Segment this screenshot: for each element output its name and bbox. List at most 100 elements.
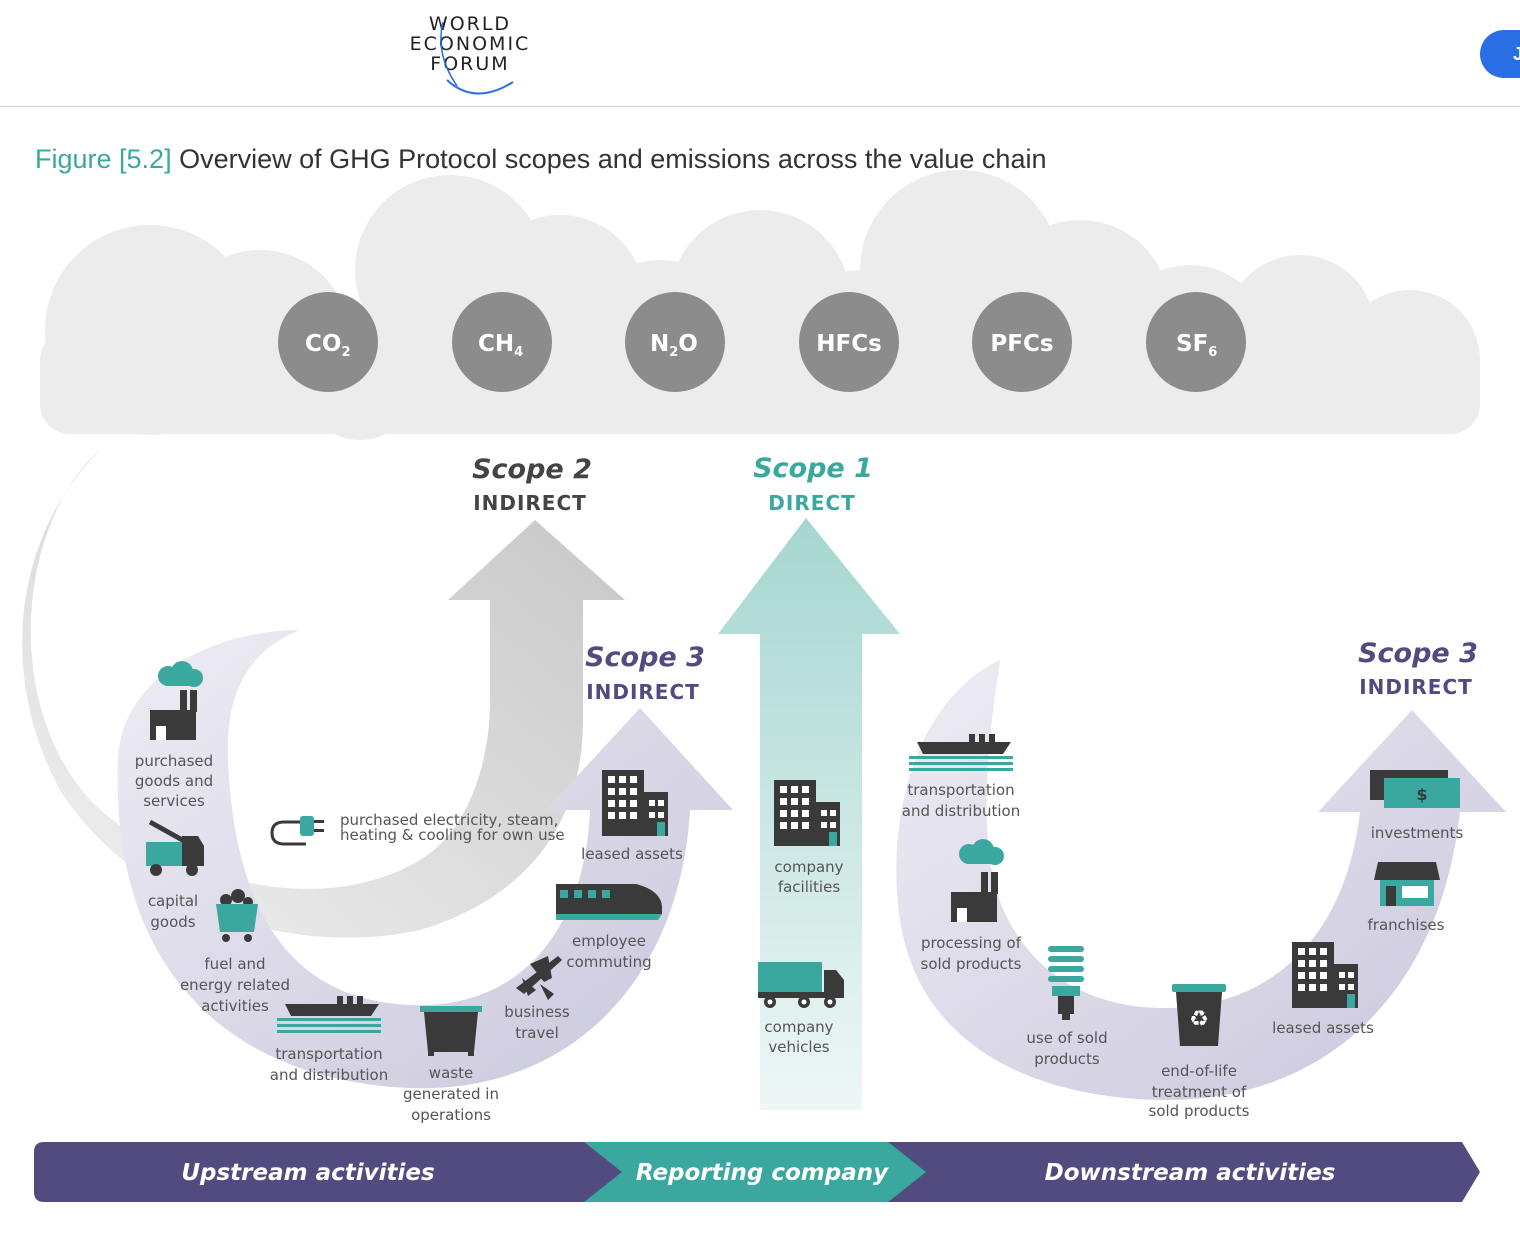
svg-text:treatment of: treatment of <box>1152 1083 1247 1101</box>
svg-text:sold products: sold products <box>1149 1102 1250 1120</box>
svg-text:HFCs: HFCs <box>816 331 882 357</box>
svg-text:processing of: processing of <box>921 934 1022 952</box>
svg-text:SF6: SF6 <box>1176 331 1217 360</box>
investments-label: investments <box>1371 824 1464 842</box>
scope3-upstream-type: INDIRECT <box>586 680 700 704</box>
figure-title-text: Overview of GHG Protocol scopes and emis… <box>179 144 1047 174</box>
company-facilities-label: company facilities <box>774 858 843 896</box>
gas-ch4: CH4 <box>452 292 552 392</box>
svg-text:services: services <box>143 792 205 810</box>
svg-text:$: $ <box>1416 785 1427 804</box>
logo-line-1: WORLD <box>428 13 512 35</box>
end-of-life-label: end-of-life treatment of sold products <box>1149 1062 1250 1120</box>
svg-text:activities: activities <box>201 997 269 1015</box>
logo-line-3: FORUM <box>430 53 510 75</box>
user-avatar-button[interactable]: J <box>1480 30 1520 78</box>
svg-text:and distribution: and distribution <box>270 1066 388 1084</box>
site-header: WORLD ECONOMIC FORUM J <box>0 0 1520 107</box>
scope3-upstream-arrow <box>117 630 733 1089</box>
svg-text:N2O: N2O <box>650 331 698 360</box>
svg-text:operations: operations <box>411 1106 491 1124</box>
leased-assets-downstream-label: leased assets <box>1272 1019 1374 1037</box>
ghg-scopes-diagram: CO2 CH4 N2O HFCs PFCs SF6 Scope 2 INDIRE… <box>22 170 1506 1202</box>
bulb-icon <box>1048 946 1084 1020</box>
scope2-type: INDIRECT <box>473 491 587 515</box>
svg-text:capital: capital <box>148 892 198 910</box>
transportation-downstream-label: transportation and distribution <box>902 781 1020 820</box>
purchased-goods-label: purchased goods and services <box>135 752 213 810</box>
svg-text:transportation: transportation <box>907 781 1014 799</box>
upstream-activities-label: Upstream activities <box>181 1160 434 1186</box>
svg-text:use of sold: use of sold <box>1026 1029 1107 1047</box>
svg-text:commuting: commuting <box>566 953 651 971</box>
svg-text:company: company <box>764 1018 833 1036</box>
svg-text:and distribution: and distribution <box>902 802 1020 820</box>
scope1-type: DIRECT <box>768 491 855 515</box>
svg-text:CO2: CO2 <box>305 331 350 360</box>
figure-title: Figure [5.2] Overview of GHG Protocol sc… <box>35 144 1046 175</box>
transportation-upstream-label: transportation and distribution <box>270 1045 388 1084</box>
scope1-name: Scope 1 <box>753 453 873 484</box>
svg-text:goods and: goods and <box>135 772 213 790</box>
gas-hfcs: HFCs <box>799 292 899 392</box>
fuel-energy-label: fuel and energy related activities <box>180 955 290 1015</box>
downstream-activities-label: Downstream activities <box>1045 1160 1336 1186</box>
gas-sf6: SF6 <box>1146 292 1246 392</box>
scope3-downstream-name: Scope 3 <box>1358 638 1478 669</box>
business-travel-label: business travel <box>504 1003 570 1042</box>
coal-cart-icon <box>216 889 258 942</box>
scope2-item-line1: purchased electricity, steam, <box>340 811 558 829</box>
svg-text:business: business <box>504 1003 570 1021</box>
airplane-icon <box>516 956 562 1000</box>
svg-text:products: products <box>1034 1050 1100 1068</box>
waste-bin-icon <box>420 1006 482 1056</box>
svg-text:fuel and: fuel and <box>204 955 265 973</box>
train-icon <box>556 884 662 920</box>
cloud-background <box>40 170 1480 440</box>
value-chain-band <box>34 1142 1480 1202</box>
shop-icon <box>1374 862 1440 906</box>
reporting-company-label: Reporting company <box>636 1160 889 1186</box>
svg-text:purchased: purchased <box>135 752 213 770</box>
employee-commuting-label: employee commuting <box>566 932 651 971</box>
gas-n2o: N2O <box>625 292 725 392</box>
leased-assets-upstream-label: leased assets <box>581 845 683 863</box>
logo-line-2: ECONOMIC <box>409 33 531 55</box>
svg-text:end-of-life: end-of-life <box>1161 1062 1237 1080</box>
svg-text:generated in: generated in <box>403 1085 499 1103</box>
svg-text:company: company <box>774 858 843 876</box>
plug-icon <box>270 816 324 846</box>
scope3-upstream-name: Scope 3 <box>585 642 705 673</box>
svg-text:employee: employee <box>572 932 646 950</box>
svg-text:PFCs: PFCs <box>990 331 1053 357</box>
scope2-arrow <box>22 450 626 938</box>
processing-label: processing of sold products <box>921 934 1022 973</box>
svg-text:vehicles: vehicles <box>768 1038 829 1056</box>
scope2-name: Scope 2 <box>472 454 592 485</box>
scope2-item-line2: heating & cooling for own use <box>340 826 565 844</box>
svg-text:waste: waste <box>429 1064 473 1082</box>
waste-label: waste generated in operations <box>403 1064 499 1124</box>
crane-truck-icon <box>146 819 204 876</box>
gas-co2: CO2 <box>278 292 378 392</box>
svg-text:energy related: energy related <box>180 976 290 994</box>
recycle-bin-icon: ♻ <box>1172 984 1226 1046</box>
use-of-sold-label: use of sold products <box>1026 1029 1107 1068</box>
svg-text:facilities: facilities <box>778 878 840 896</box>
wef-logo[interactable]: WORLD ECONOMIC FORUM <box>395 14 545 98</box>
svg-text:sold products: sold products <box>921 955 1022 973</box>
scope3-downstream-type: INDIRECT <box>1359 675 1473 699</box>
franchises-label: franchises <box>1368 916 1445 934</box>
svg-text:♻: ♻ <box>1189 1007 1209 1032</box>
svg-text:goods: goods <box>150 913 195 931</box>
company-vehicles-label: company vehicles <box>764 1018 833 1056</box>
figure-label: Figure [5.2] <box>35 144 172 174</box>
gas-pfcs: PFCs <box>972 292 1072 392</box>
money-icon: $ <box>1370 770 1460 808</box>
svg-text:travel: travel <box>515 1024 559 1042</box>
capital-goods-label: capital goods <box>148 892 198 931</box>
logo-arc-icon <box>440 21 514 95</box>
svg-text:transportation: transportation <box>275 1045 382 1063</box>
svg-text:CH4: CH4 <box>478 331 523 360</box>
ghg-gases: CO2 CH4 N2O HFCs PFCs SF6 <box>278 292 1246 392</box>
